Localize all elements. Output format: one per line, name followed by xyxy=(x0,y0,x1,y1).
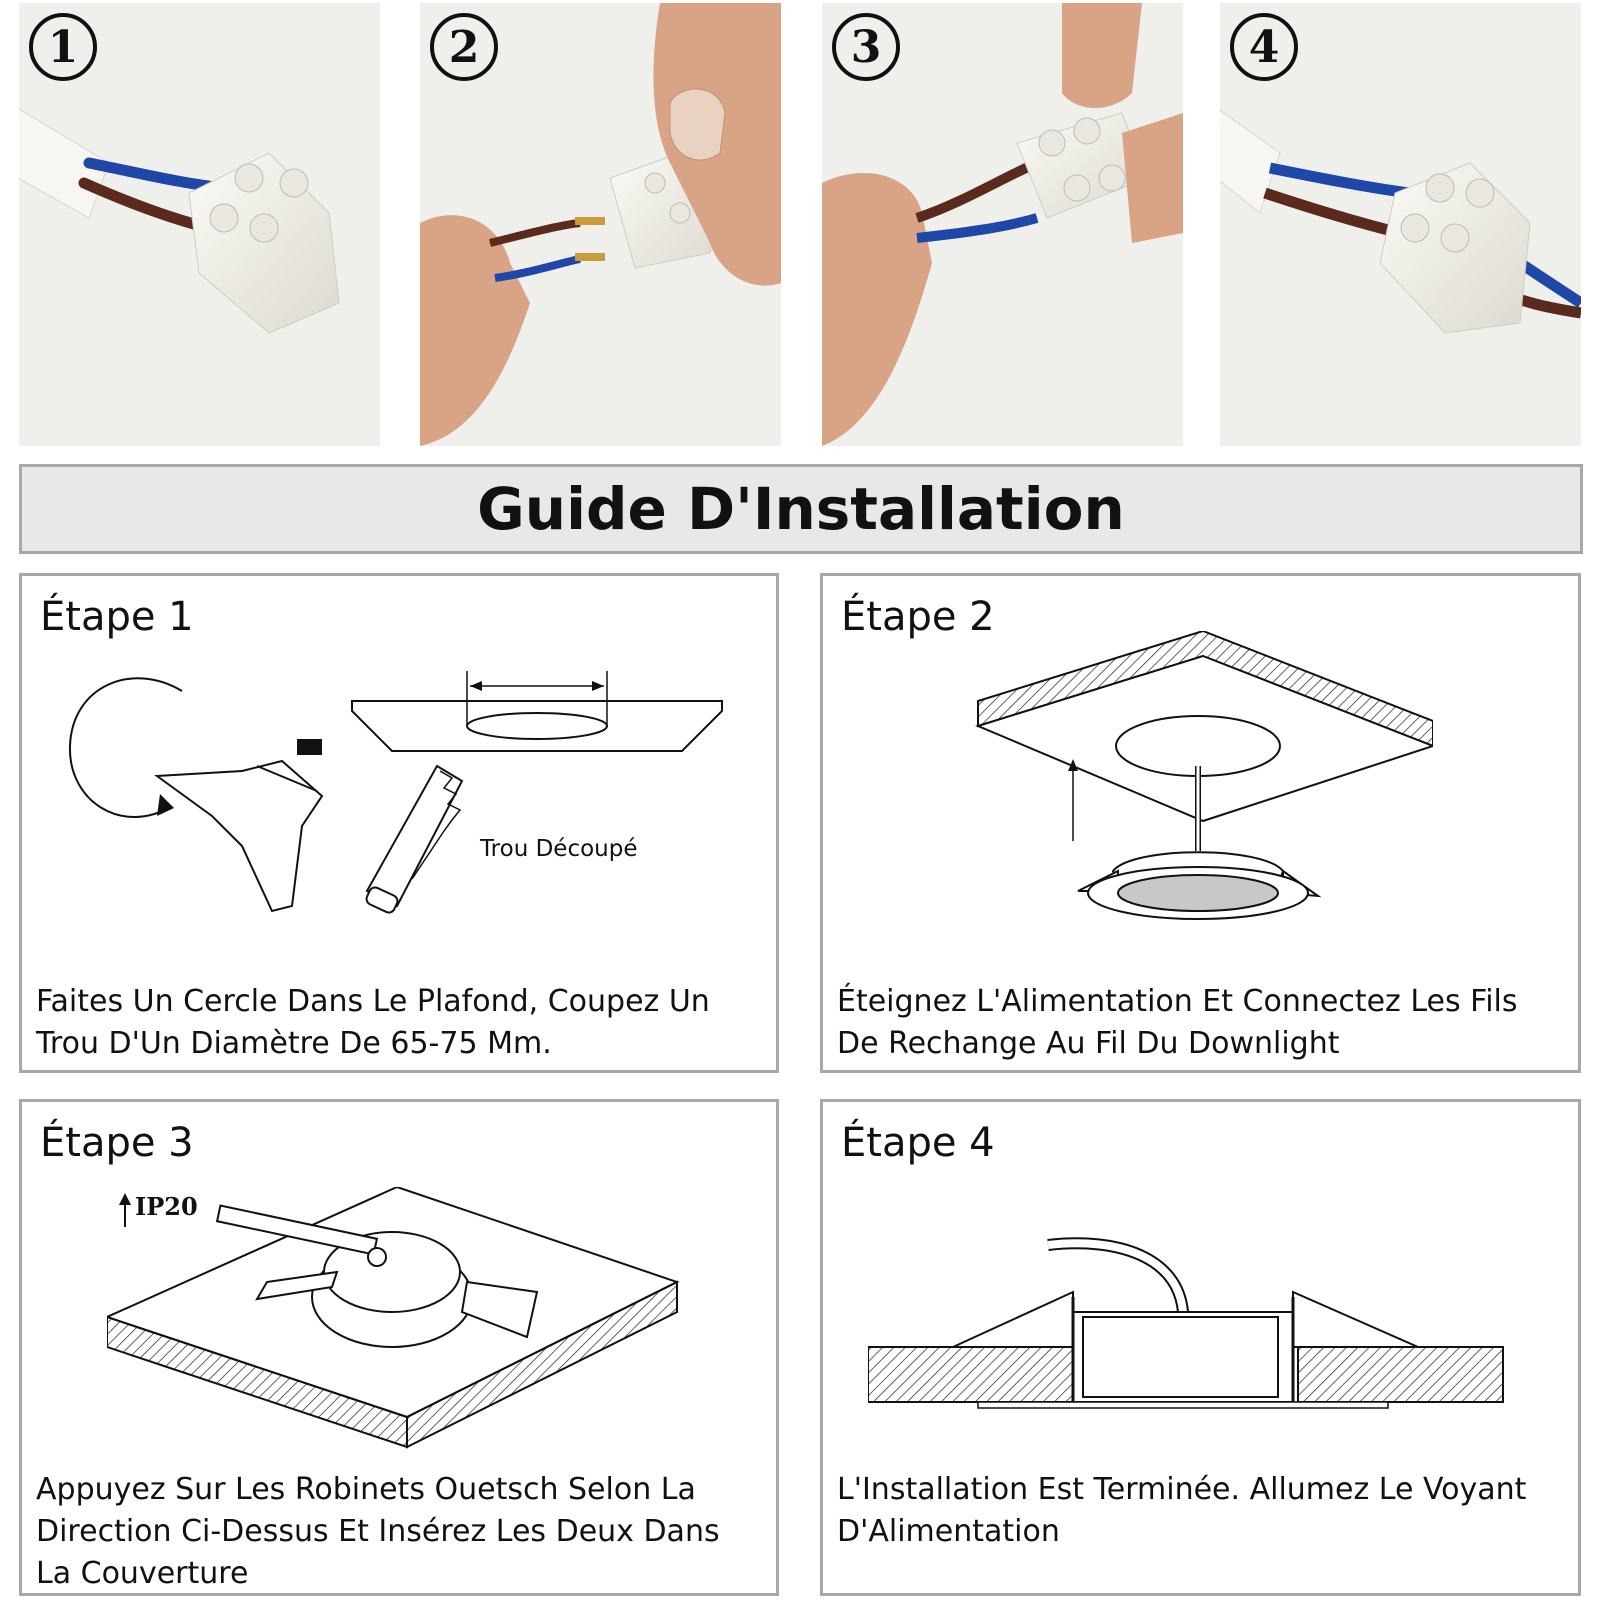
photo-step-3: 3 xyxy=(822,3,1183,446)
step-2-description: Éteignez L'Alimentation Et Connectez Les… xyxy=(837,984,1518,1061)
photo-step-number: 1 xyxy=(29,13,97,81)
step-4-title: Étape 4 xyxy=(841,1120,995,1166)
photo-step-1: 1 xyxy=(19,3,380,446)
terminal-block-wiring-image xyxy=(19,108,340,334)
connect-wires-illustration xyxy=(975,631,1433,920)
step-1-title: Étape 1 xyxy=(40,594,194,640)
guide-title: Guide D'Installation xyxy=(477,475,1125,543)
step-3-description: Appuyez Sur Les Robinets Ouetsch Selon L… xyxy=(36,1472,720,1591)
step-2-title: Étape 2 xyxy=(841,594,995,640)
guide-banner: Guide D'Installation xyxy=(19,464,1583,554)
stripped-wires-image xyxy=(420,3,781,446)
insert-downlight-illustration: IP20 xyxy=(107,1187,680,1449)
step-4-panel: Étape 4 L'Installation Est Terminée. All… xyxy=(820,1099,1581,1596)
step-4-description: L'Installation Est Terminée. Allumez Le … xyxy=(837,1472,1527,1549)
step-3-panel: Étape 3 IP20 Appuyez Sur Les Robinets Ou… xyxy=(19,1099,779,1596)
step-3-title: Étape 3 xyxy=(40,1120,194,1166)
photo-step-2: 2 xyxy=(420,3,781,446)
step-2-panel: Étape 2 Éteignez L'Alimentation Et Conne… xyxy=(820,573,1581,1073)
photo-step-number: 2 xyxy=(430,13,498,81)
connected-wires-image xyxy=(1220,109,1581,334)
ip20-label: IP20 xyxy=(135,1192,198,1221)
installed-downlight-illustration xyxy=(868,1237,1504,1409)
cutout-hole-label: Trou Découpé xyxy=(480,836,638,862)
photo-step-4: 4 xyxy=(1220,3,1581,446)
step-1-panel: Étape 1 Trou Découpé Faites Un Cercle Da… xyxy=(19,573,779,1073)
inserting-wires-image xyxy=(822,3,1183,446)
photo-step-number: 4 xyxy=(1230,13,1298,81)
photo-step-number: 3 xyxy=(832,13,900,81)
step-1-description: Faites Un Cercle Dans Le Plafond, Coupez… xyxy=(36,984,710,1061)
cut-circle-illustration xyxy=(68,671,723,914)
